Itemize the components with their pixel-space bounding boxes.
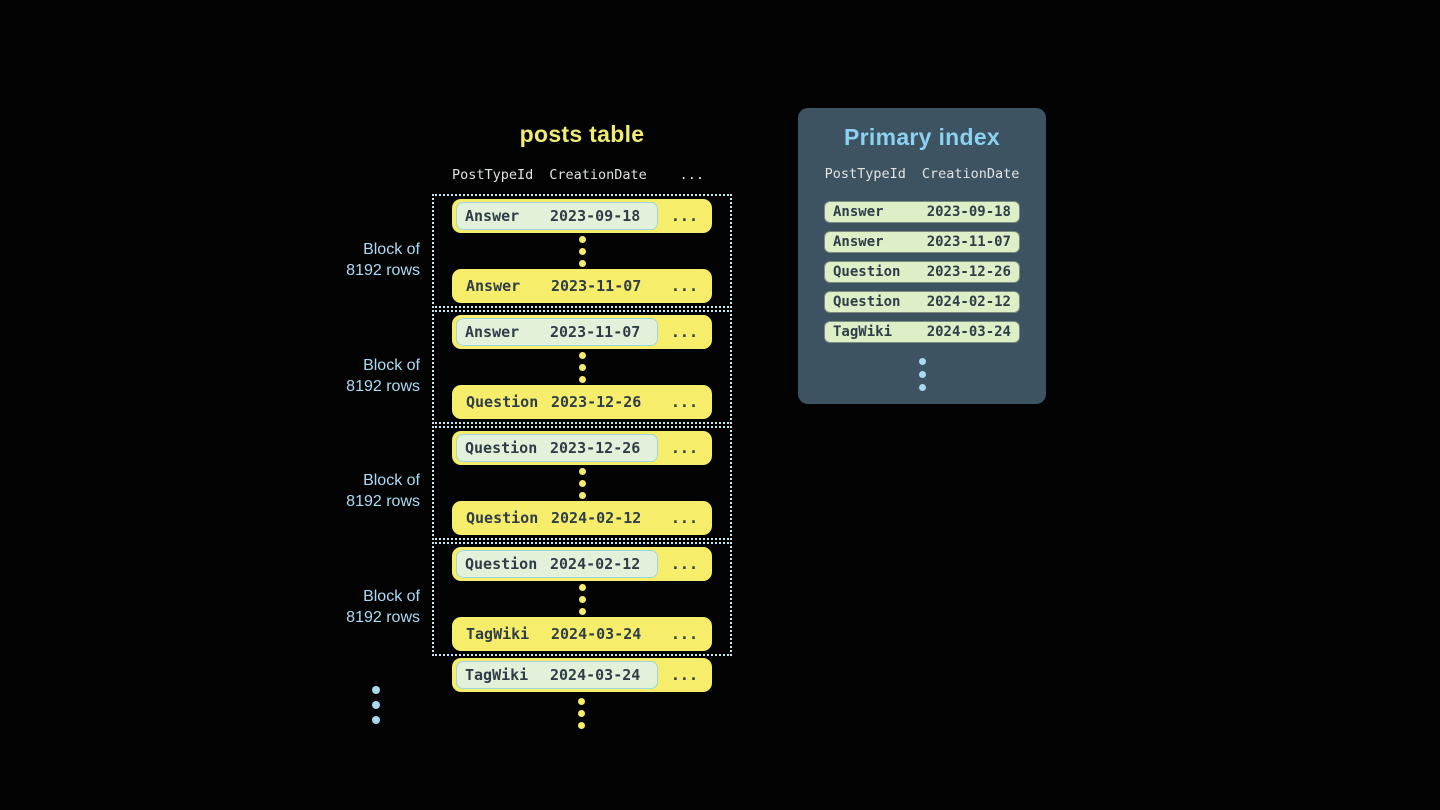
row-ellipsis: ...: [670, 439, 698, 457]
indexed-row-highlight: Question 2024-02-12: [456, 550, 658, 578]
column-header-posttypeid: PostTypeId: [452, 167, 534, 183]
block-label-2: Block of 8192 rows: [346, 357, 420, 395]
table-row: Question 2023-12-26 ...: [452, 385, 712, 419]
primary-index-rows: Answer 2023-09-18 Answer 2023-11-07 Ques…: [798, 201, 1046, 343]
indexed-row-highlight: Question 2023-12-26: [456, 434, 658, 462]
table-row: Answer 2023-11-07 ...: [452, 269, 712, 303]
index-row: Answer 2023-09-18: [824, 201, 1020, 223]
ellipsis-dots-yellow: [578, 467, 586, 499]
indexed-row-highlight: Answer 2023-09-18: [456, 202, 658, 230]
posts-table-title: posts table: [519, 121, 645, 147]
row-block-4: Question 2024-02-12 ... TagWiki 2024-03-…: [432, 542, 732, 656]
posts-table-column-headers: PostTypeId CreationDate ...: [432, 167, 732, 183]
row-ellipsis: ...: [670, 625, 698, 643]
index-row: Question 2023-12-26: [824, 261, 1020, 283]
posts-table-blocks: Answer 2023-09-18 ... Answer 2023-11-07 …: [432, 194, 732, 658]
block-label-3: Block of 8192 rows: [346, 472, 420, 510]
primary-index-panel: Primary index PostTypeId CreationDate An…: [798, 108, 1046, 404]
ellipsis-dots-yellow: [578, 583, 586, 615]
ellipsis-dots-blue: [372, 686, 380, 724]
block-label-1: Block of 8192 rows: [346, 241, 420, 279]
table-row-overflow: TagWiki 2024-03-24 ...: [452, 658, 712, 692]
index-row: Answer 2023-11-07: [824, 231, 1020, 253]
row-ellipsis: ...: [670, 277, 698, 295]
index-row: TagWiki 2024-03-24: [824, 321, 1020, 343]
row-ellipsis: ...: [670, 207, 698, 225]
indexed-row-highlight: Answer 2023-11-07: [456, 318, 658, 346]
column-header-posttypeid: PostTypeId: [824, 166, 906, 182]
table-row: Question 2023-12-26 ...: [452, 431, 712, 465]
table-row: TagWiki 2024-03-24 ...: [452, 617, 712, 651]
table-row: Question 2024-02-12 ...: [452, 501, 712, 535]
ellipsis-dots-yellow: [578, 235, 586, 267]
row-ellipsis: ...: [670, 323, 698, 341]
row-block-2: Answer 2023-11-07 ... Question 2023-12-2…: [432, 310, 732, 424]
row-block-1: Answer 2023-09-18 ... Answer 2023-11-07 …: [432, 194, 732, 308]
primary-index-column-headers: PostTypeId CreationDate: [798, 166, 1046, 182]
row-ellipsis: ...: [670, 666, 698, 684]
column-header-ellipsis: ...: [679, 167, 704, 183]
ellipsis-dots-blue: [798, 358, 1046, 391]
index-row: Question 2024-02-12: [824, 291, 1020, 313]
ellipsis-dots-yellow: [578, 698, 585, 729]
table-row: Answer 2023-09-18 ...: [452, 199, 712, 233]
ellipsis-dots-yellow: [578, 351, 586, 383]
indexed-row-highlight: TagWiki 2024-03-24: [456, 661, 658, 689]
row-ellipsis: ...: [670, 393, 698, 411]
table-row: Question 2024-02-12 ...: [452, 547, 712, 581]
table-row: Answer 2023-11-07 ...: [452, 315, 712, 349]
row-ellipsis: ...: [670, 555, 698, 573]
row-block-3: Question 2023-12-26 ... Question 2024-02…: [432, 426, 732, 540]
block-label-4: Block of 8192 rows: [346, 588, 420, 626]
primary-index-title: Primary index: [843, 124, 1001, 150]
row-ellipsis: ...: [670, 509, 698, 527]
column-header-creationdate: CreationDate: [921, 166, 1020, 182]
column-header-creationdate: CreationDate: [549, 167, 647, 183]
